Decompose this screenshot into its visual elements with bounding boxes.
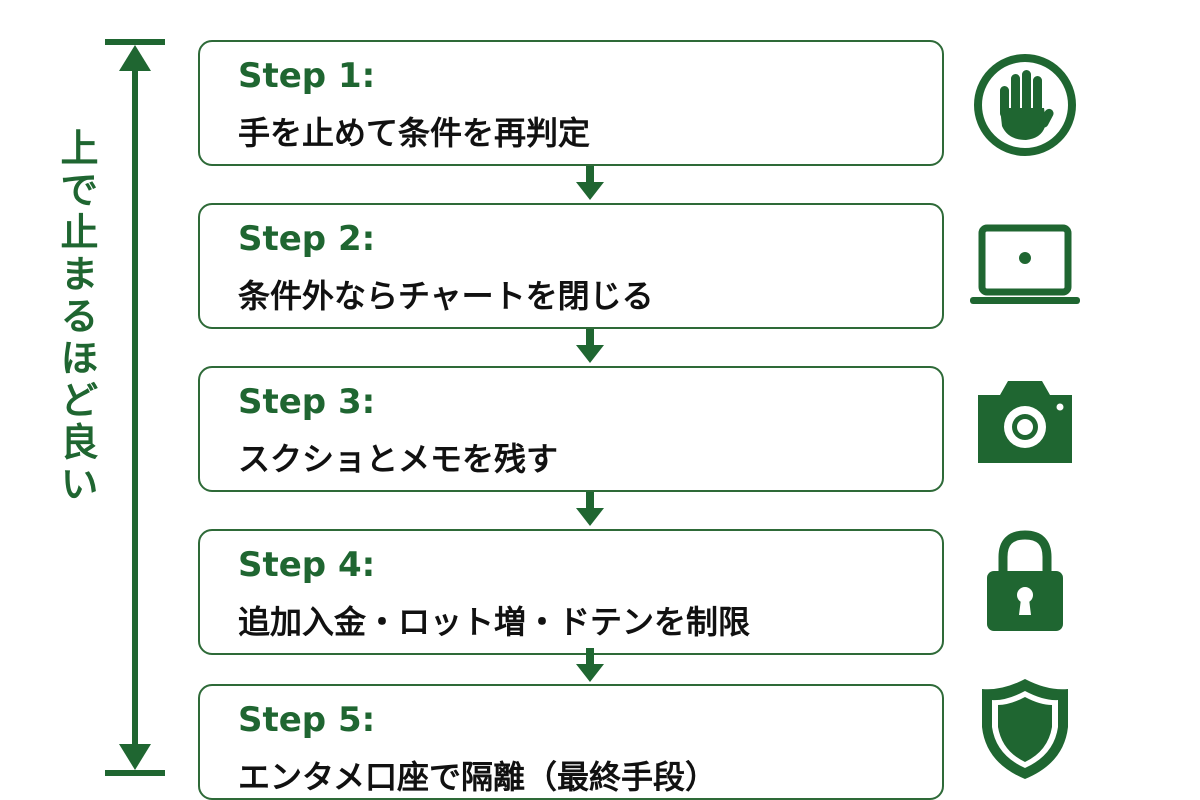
side-label: 上で止まるほど良い [54, 128, 98, 506]
down-arrow-icon [576, 492, 604, 526]
down-arrow-icon [576, 648, 604, 682]
down-arrow-icon [576, 166, 604, 200]
step-text: 条件外ならチャートを閉じる [238, 277, 654, 315]
step-title: Step 2: [238, 219, 376, 259]
step-title: Step 5: [238, 700, 376, 740]
step-4-box: Step 4: 追加入金・ロット増・ドテンを制限 [198, 529, 944, 655]
down-arrow-icon [576, 329, 604, 363]
camera-icon [978, 381, 1072, 463]
step-title: Step 1: [238, 56, 376, 96]
vertical-range-arrow [105, 39, 165, 776]
step-text: エンタメ口座で隔離（最終手段） [238, 758, 718, 796]
step-5-box: Step 5: エンタメ口座で隔離（最終手段） [198, 684, 944, 800]
step-2-box: Step 2: 条件外ならチャートを閉じる [198, 203, 944, 329]
lock-icon [987, 530, 1063, 631]
step-3-box: Step 3: スクショとメモを残す [198, 366, 944, 492]
step-text: 手を止めて条件を再判定 [238, 114, 591, 152]
stop-hand-icon [974, 54, 1076, 156]
step-title: Step 3: [238, 382, 376, 422]
laptop-icon [970, 224, 1080, 304]
step-text: スクショとメモを残す [238, 440, 559, 478]
step-1-box: Step 1: 手を止めて条件を再判定 [198, 40, 944, 166]
step-title: Step 4: [238, 545, 376, 585]
step-text: 追加入金・ロット増・ドテンを制限 [238, 603, 751, 641]
shield-icon [982, 679, 1068, 779]
